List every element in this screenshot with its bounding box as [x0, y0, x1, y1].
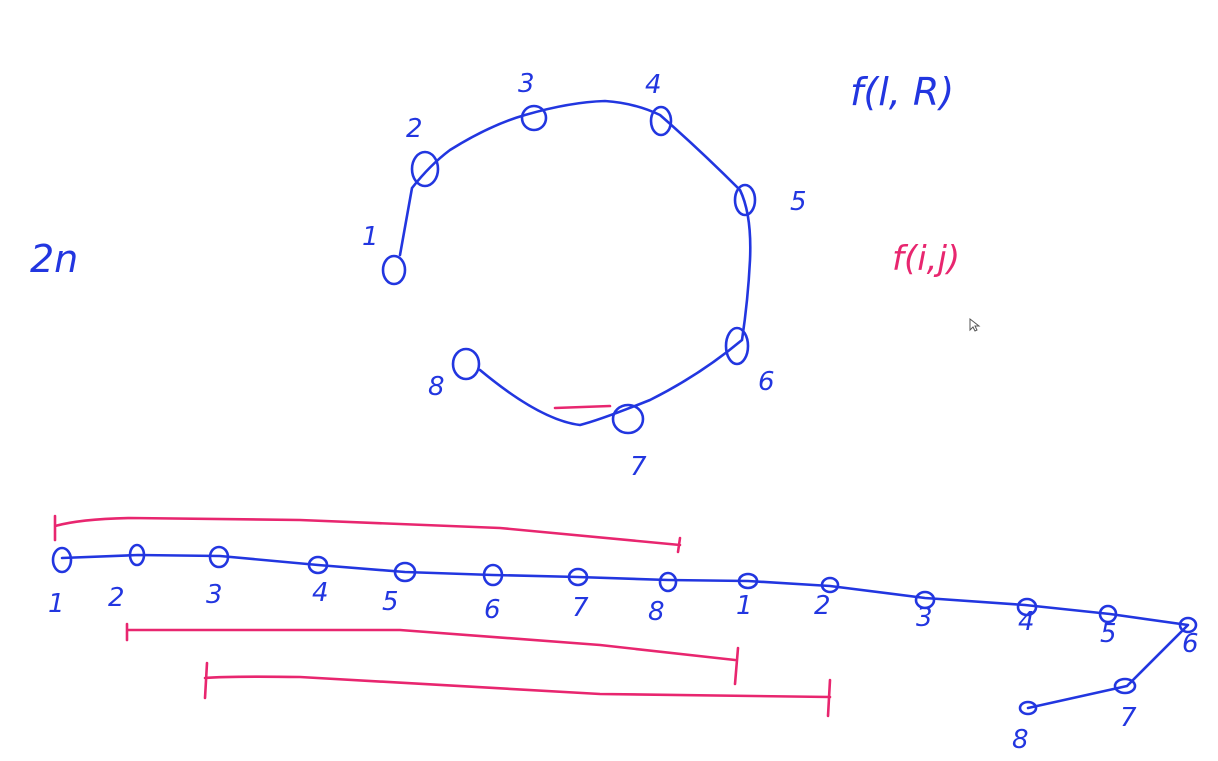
line-label-11: 3: [916, 603, 933, 633]
line-node-15: [1113, 677, 1137, 695]
line-label-12: 4: [1018, 607, 1035, 637]
interval-3-to-10: [203, 661, 832, 718]
circle-node-8: [451, 347, 481, 381]
line-label-8: 8: [648, 597, 665, 627]
line-node-12: [1016, 597, 1038, 617]
line-label-10: 2: [814, 591, 831, 621]
two-n-label: 2n: [30, 237, 78, 281]
circle-node-1: [381, 254, 407, 286]
f-l-r-label: f(l, R): [850, 70, 954, 114]
circle-label-6: 6: [758, 367, 775, 397]
circle-diagram: 1 2 3 4 5 6 7 8: [362, 69, 807, 482]
line-label-7: 7: [572, 593, 589, 623]
line-node-8: [658, 571, 678, 593]
line-node-1: [51, 546, 73, 574]
mouse-cursor-icon: [969, 317, 981, 332]
circle-label-2: 2: [406, 114, 423, 144]
circle-node-2: [410, 150, 440, 188]
line-node-11: [914, 590, 936, 610]
line-label-15: 7: [1120, 703, 1137, 733]
f-i-j-label: f(i,j): [892, 239, 960, 279]
circle-label-4: 4: [645, 70, 662, 100]
line-label-5: 5: [382, 587, 399, 617]
line-label-4: 4: [312, 578, 329, 608]
circle-node-7: [611, 403, 645, 435]
circle-label-7: 7: [630, 452, 647, 482]
circle-node-5: [733, 183, 757, 217]
line-node-6: [482, 563, 504, 587]
line-label-16: 8: [1012, 725, 1029, 755]
interval-brackets: [53, 514, 832, 718]
line-node-9: [737, 572, 759, 590]
circle-label-8: 8: [428, 372, 445, 402]
circle-chain: [398, 99, 752, 427]
line-label-3: 3: [206, 580, 223, 610]
circle-node-3: [520, 104, 548, 132]
line-node-10: [820, 576, 840, 594]
line-node-2: [128, 543, 146, 567]
circle-highlight-segment: [553, 404, 612, 410]
line-node-13: [1098, 604, 1118, 624]
line-label-13: 5: [1100, 619, 1117, 649]
circle-node-4: [649, 105, 673, 137]
circle-label-5: 5: [790, 187, 807, 217]
line-label-14: 6: [1182, 629, 1199, 659]
circle-label-3: 3: [518, 69, 535, 99]
line-label-6: 6: [484, 595, 501, 625]
line-node-16: [1018, 700, 1038, 716]
circle-node-6: [724, 326, 750, 366]
circle-label-1: 1: [362, 222, 379, 252]
line-diagram: 1 2 3 4 5 6 7 8 1 2 3 4 5 6 7 8: [48, 543, 1199, 755]
line-node-7: [567, 567, 589, 587]
interval-1-to-8: [53, 514, 682, 554]
line-label-9: 1: [736, 591, 753, 621]
line-label-1: 1: [48, 589, 65, 619]
line-chain: [60, 553, 1190, 710]
line-node-14: [1178, 616, 1198, 634]
line-node-5: [393, 561, 417, 583]
line-label-2: 2: [108, 583, 125, 613]
line-node-3: [208, 545, 230, 569]
interval-2-to-9: [125, 622, 740, 686]
line-node-4: [307, 555, 329, 575]
